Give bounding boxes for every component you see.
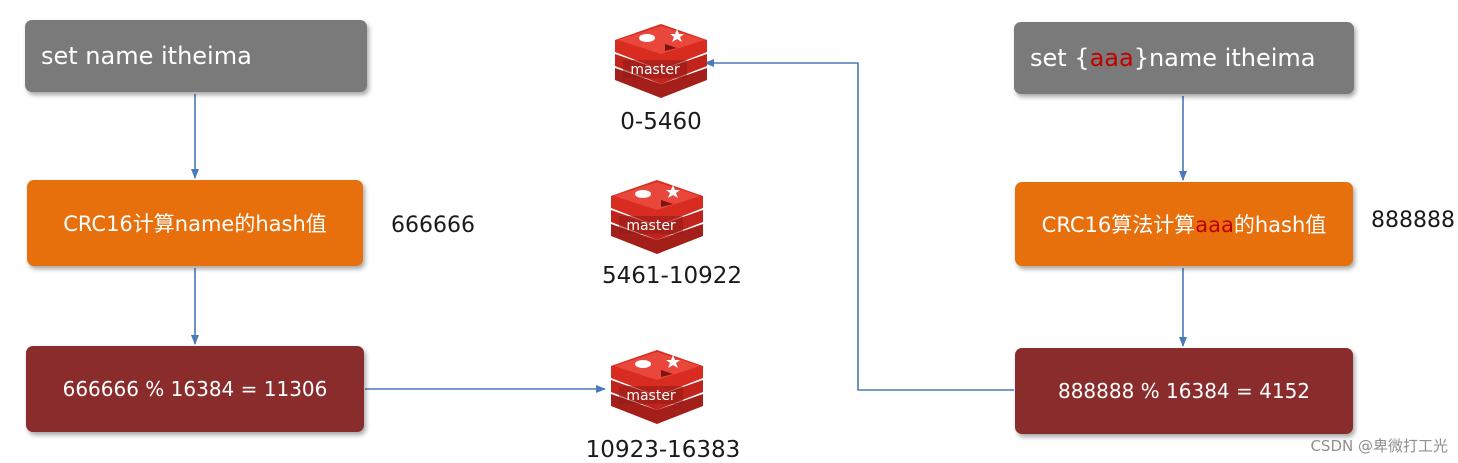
master-3-slot-range: 10923-16383: [585, 437, 741, 463]
right-command-suffix: }name itheima: [1133, 44, 1316, 72]
left-mod-box: 666666 % 16384 = 11306: [26, 346, 364, 432]
right-command-prefix: set {: [1030, 44, 1090, 72]
right-hash-step-tag: aaa: [1195, 213, 1234, 237]
right-command-box: set {aaa}name itheima: [1014, 22, 1354, 94]
right-mod-box: 888888 % 16384 = 4152: [1015, 348, 1353, 434]
right-command-text: set {aaa}name itheima: [1030, 44, 1315, 72]
redis-logo-icon: master: [615, 24, 707, 98]
right-hash-step-suffix: 的hash值: [1233, 213, 1327, 237]
right-hash-step-prefix: CRC16算法计算: [1041, 213, 1196, 237]
redis-logo-icon: master: [611, 350, 703, 424]
master-2-label: master: [626, 218, 676, 234]
master-1-slot-range: 0-5460: [620, 109, 702, 135]
right-command-hash-tag: aaa: [1089, 44, 1134, 72]
left-hash-box: CRC16计算name的hash值: [27, 180, 363, 266]
left-hash-step-text: CRC16计算name的hash值: [63, 212, 327, 236]
master-3-label: master: [626, 388, 676, 404]
redis-logo-icon: master: [611, 180, 703, 254]
left-command-text: set name itheima: [41, 42, 252, 70]
right-hash-box: CRC16算法计算aaa的hash值: [1015, 182, 1353, 266]
right-hash-step-text: CRC16算法计算aaa的hash值: [1042, 209, 1327, 239]
left-hash-value: 666666: [391, 213, 475, 238]
left-mod-step-text: 666666 % 16384 = 11306: [62, 377, 328, 401]
master-2-slot-range: 5461-10922: [602, 263, 742, 289]
master-1-label: master: [630, 62, 680, 78]
left-command-box: set name itheima: [25, 20, 367, 92]
watermark: CSDN @卑微打工光: [1310, 437, 1448, 455]
right-mod-step-text: 888888 % 16384 = 4152: [1057, 379, 1311, 403]
arrow-right-mod-to-master-1: [704, 59, 1014, 391]
right-hash-value: 888888: [1371, 208, 1455, 233]
